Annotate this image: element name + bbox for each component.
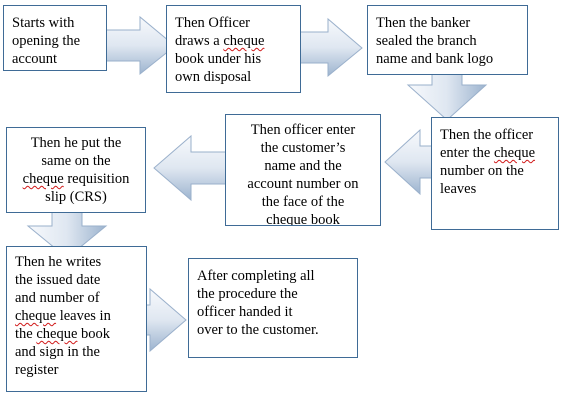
step-text-line: book under his (175, 51, 262, 67)
step-text-line: cheque book (266, 212, 340, 226)
step-text-line: account (12, 51, 58, 67)
arrow-down-1 (406, 69, 488, 121)
step-text-line: name and bank logo (376, 51, 494, 67)
step-text-line: Then the banker (376, 15, 471, 31)
step-text-line: Then officer enter (250, 122, 356, 138)
step-text-line: Then the officer (440, 127, 534, 143)
step-text-line: account number on (247, 176, 359, 192)
step-text-line: cheque requisition (22, 171, 130, 187)
step-text-line: own disposal (175, 69, 252, 85)
arrow-right-2 (294, 17, 363, 78)
step-text-line: the face of the (261, 194, 345, 210)
step-text-line: the cheque book (15, 326, 111, 342)
step-text-line: leaves (440, 181, 477, 197)
step-text-line: register (15, 362, 59, 378)
step-text-line: enter the cheque (440, 145, 536, 161)
arrow-left-2 (153, 134, 229, 202)
step-text-line: Starts with (12, 15, 75, 31)
step-put-on-crs: Then he put the same on the cheque requi… (6, 127, 146, 213)
step-text-line: Then Officer (175, 15, 251, 31)
step-text-line: sealed the branch (376, 33, 477, 49)
step-text-line: cheque leaves in (15, 308, 111, 324)
step-text-line: opening the (12, 33, 81, 49)
step-text-line: same on the (41, 153, 111, 169)
step-hand-over: After completing all the procedure the o… (188, 258, 358, 358)
step-draw-cheque-book: Then Officer draws a cheque book under h… (166, 5, 301, 93)
step-text-line: over to the customer. (197, 322, 319, 338)
step-text-line: name and the (264, 158, 342, 174)
step-enter-customer-name: Then officer enter the customer’s name a… (225, 114, 381, 226)
step-seal-branch: Then the banker sealed the branch name a… (367, 5, 528, 75)
step-enter-cheque-number: Then the officer enter the cheque number… (431, 117, 559, 230)
step-text-line: draws a cheque (175, 33, 265, 49)
step-text-line: officer handed it (197, 304, 293, 320)
step-text-line: the procedure the (197, 286, 298, 302)
step-text-line: the customer’s (260, 140, 346, 156)
step-text-line: slip (CRS) (45, 189, 107, 205)
step-text-line: the issued date (15, 272, 101, 288)
step-text-line: and number of (15, 290, 100, 306)
arrow-right-1 (99, 15, 176, 76)
step-text-line: After completing all (197, 268, 315, 284)
step-text-line: Then he put the (30, 135, 122, 151)
step-text-line: and sign in the (15, 344, 100, 360)
step-text-line: number on the (440, 163, 524, 179)
step-text-line: Then he writes (15, 254, 102, 270)
step-open-account: Starts with opening the account (3, 5, 107, 71)
step-write-issued-date: Then he writes the issued date and numbe… (6, 246, 147, 392)
